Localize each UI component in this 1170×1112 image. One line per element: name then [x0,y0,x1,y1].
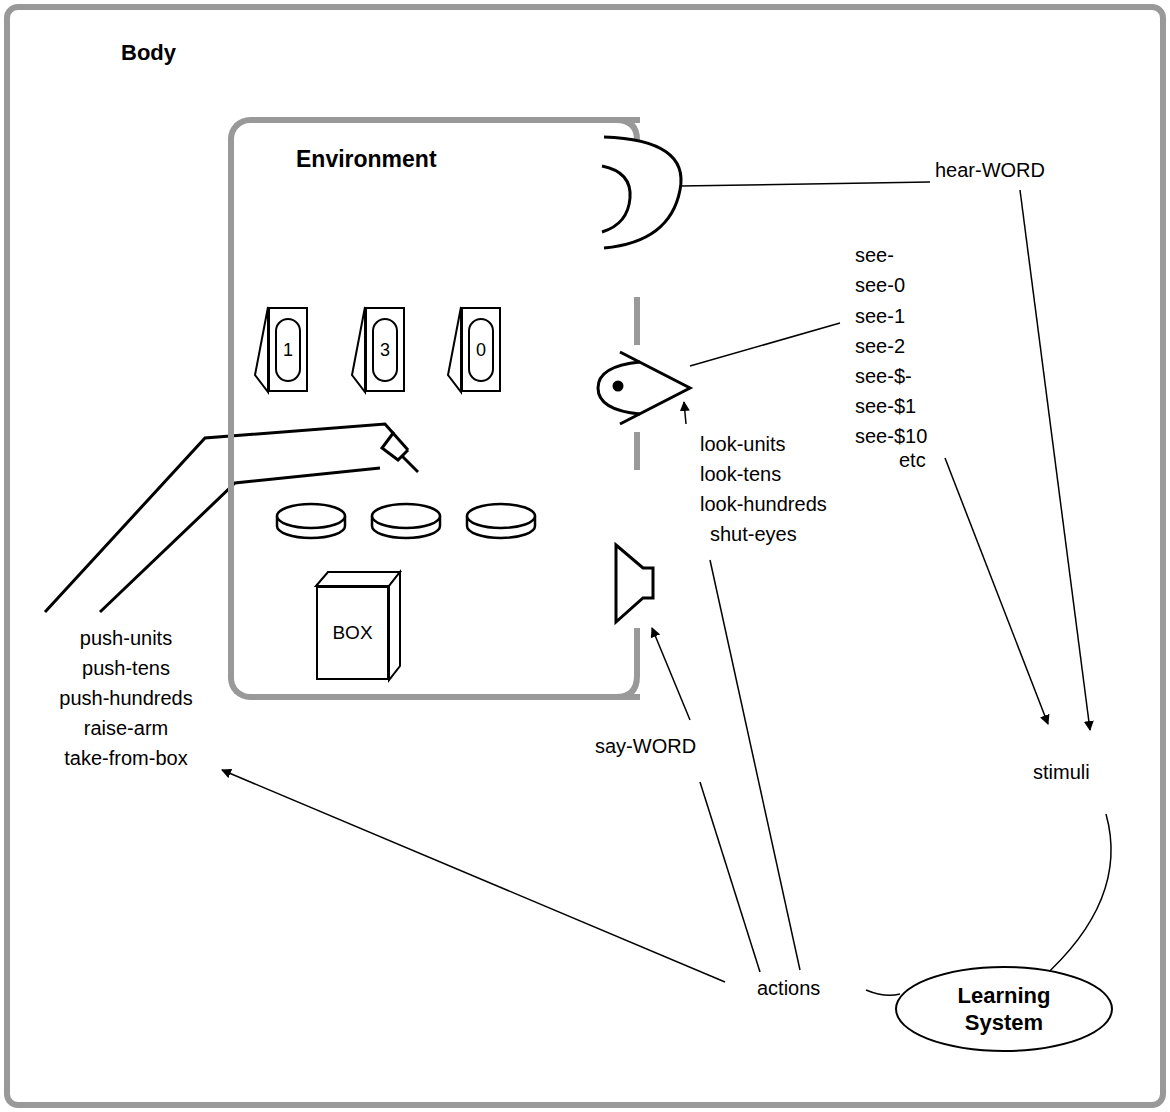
action-or-stimulus-label: actions [757,976,820,1000]
environment-wall [616,120,637,697]
buttons [277,504,535,538]
action-or-stimulus-label: push-tens [82,656,170,680]
action-or-stimulus-label: say-WORD [595,734,696,758]
action-or-stimulus-label: see-$1 [855,394,916,418]
action-or-stimulus-label: push-units [80,626,172,650]
number-card: 0 [461,307,501,392]
eye-symbol [598,352,690,424]
speaker-symbol [616,545,653,622]
action-or-stimulus-label: see-$10 [855,424,927,448]
action-or-stimulus-label: shut-eyes [710,522,797,546]
action-or-stimulus-label: look-hundreds [700,492,827,516]
node-label: BOX [332,622,372,644]
action-or-stimulus-label: see-$- [855,364,912,388]
card-number: 0 [468,318,494,382]
node-label: Learning System [945,982,1063,1036]
frame-title: Environment [296,146,437,173]
number-card: 1 [268,307,308,392]
action-or-stimulus-label: stimuli [1033,760,1090,784]
connector-lines [222,182,1111,995]
action-or-stimulus-label: look-units [700,432,786,456]
box-sides [316,572,400,680]
action-or-stimulus-label: take-from-box [64,746,187,770]
action-or-stimulus-label: push-hundreds [59,686,192,710]
environment-frame: Environment 1 3 0BOX [228,117,640,700]
action-or-stimulus-label: see-1 [855,304,905,328]
learning-system-ellipse: Learning System [895,966,1113,1052]
action-or-stimulus-label: see-2 [855,334,905,358]
action-or-stimulus-label: look-tens [700,462,781,486]
card-number: 3 [372,318,398,382]
action-or-stimulus-label: see-0 [855,273,905,297]
frame-title: Body [121,40,176,66]
ear-symbol [602,137,681,248]
box: BOX [316,586,389,680]
card-stands [255,307,461,392]
card-number: 1 [275,318,301,382]
action-or-stimulus-label: raise-arm [84,716,168,740]
number-card: 3 [365,307,405,392]
action-or-stimulus-label: etc [899,448,926,472]
action-or-stimulus-label: hear-WORD [935,158,1045,182]
action-or-stimulus-label: see- [855,243,894,267]
